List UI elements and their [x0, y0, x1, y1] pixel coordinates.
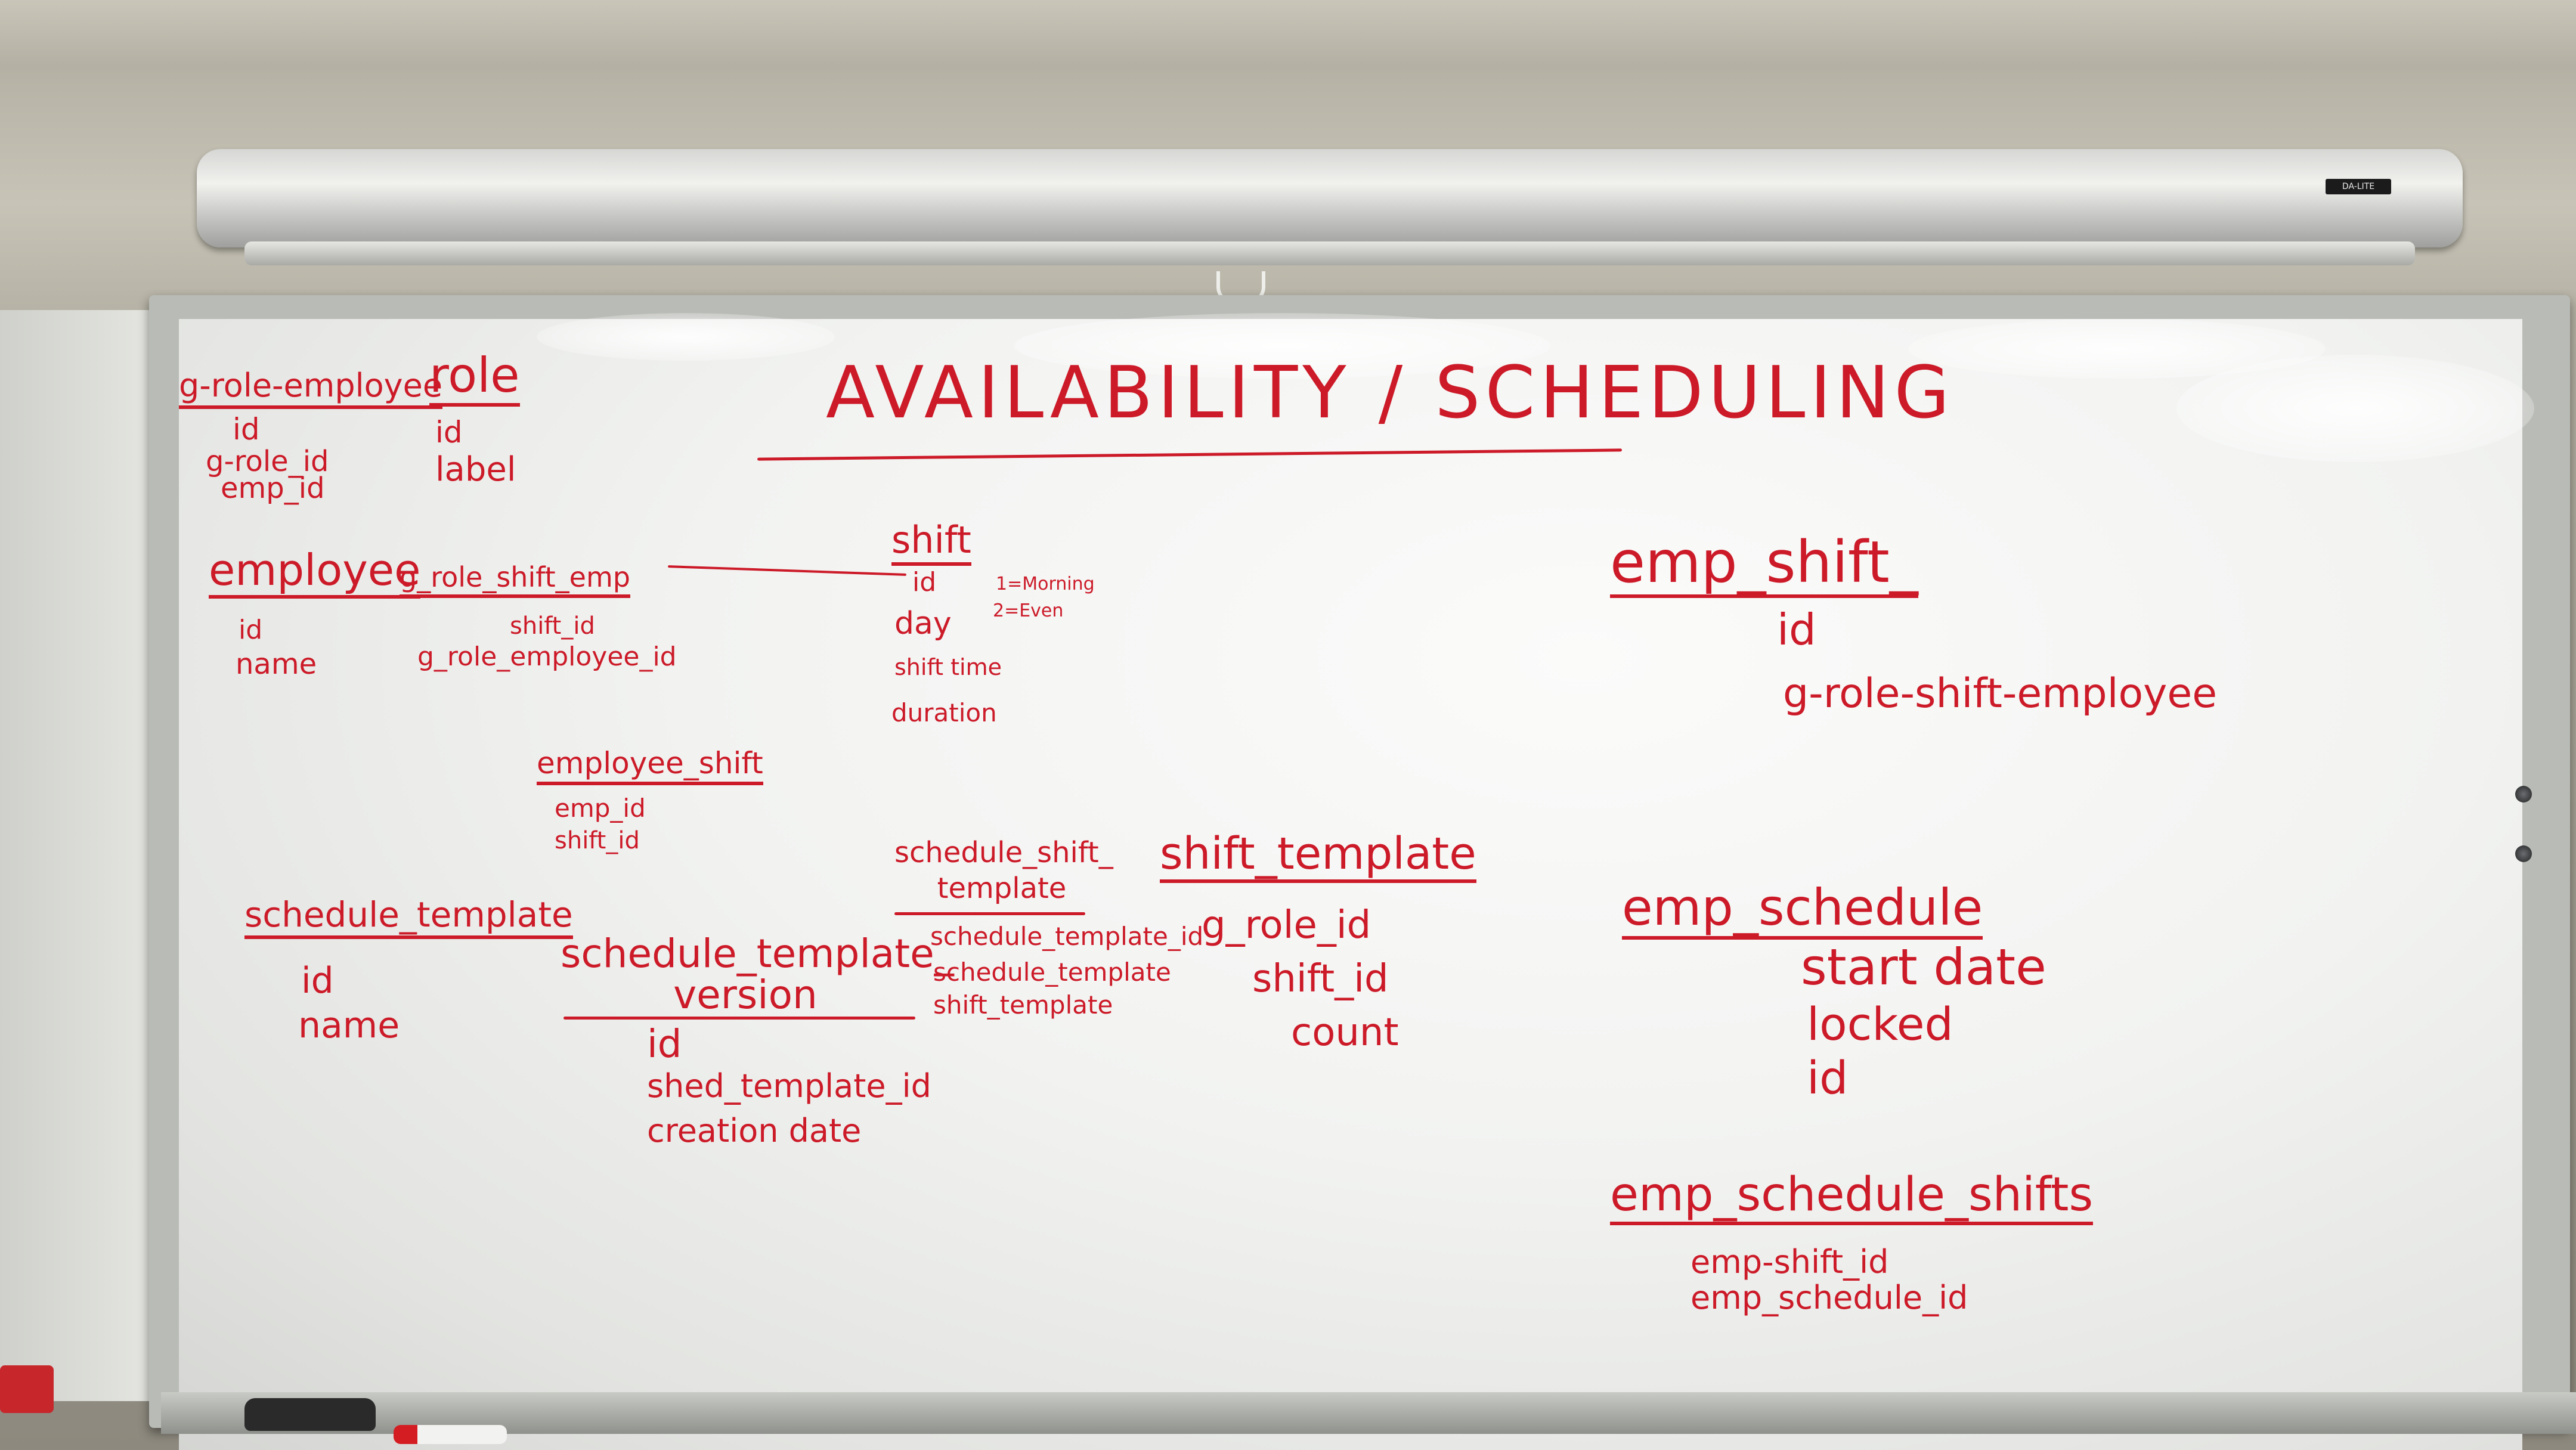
table-field: g-role_id: [206, 445, 329, 478]
shift-note: 2=Even: [993, 600, 1064, 621]
red-marker: [394, 1425, 507, 1444]
adjacent-whiteboard: [0, 310, 163, 1401]
red-object: [0, 1365, 54, 1413]
table-name: employee_shift: [537, 748, 763, 785]
table-name: schedule_template: [244, 897, 573, 939]
light-glare: [537, 313, 835, 361]
table-field: g_role_id: [1202, 903, 1371, 947]
table-field: emp_id: [221, 472, 325, 505]
table-name: schedule_template_ version: [561, 931, 954, 1018]
table-field: emp_schedule_id: [1690, 1279, 1968, 1316]
table-name: schedule_shift_ template: [894, 836, 1113, 905]
table-field: schedule_template: [933, 958, 1171, 987]
light-glare: [1014, 313, 1550, 379]
table-field: id: [233, 412, 260, 447]
projector-screen-housing: [197, 149, 2463, 247]
light-glare: [2176, 355, 2534, 462]
table-field: emp-shift_id: [1690, 1243, 1889, 1281]
table-field: shift_id: [510, 612, 595, 640]
table-field: duration: [891, 698, 997, 727]
magnet: [2515, 845, 2532, 862]
table-name: shift_template: [1160, 832, 1476, 883]
table-field: schedule_template_id: [930, 922, 1204, 951]
projector-brand-badge: DA-LITE: [2326, 179, 2391, 194]
table-field: shift_id: [1252, 957, 1389, 1001]
table-name: emp_shift_: [1610, 534, 1918, 598]
table-field: shed_template_id: [647, 1067, 931, 1105]
table-name: emp_schedule: [1622, 882, 1983, 940]
table-field: id: [239, 615, 263, 645]
table-field: id: [912, 567, 937, 597]
table-field: emp_id: [555, 794, 646, 823]
table-underline: [564, 1017, 915, 1020]
table-name: g_role_shift_emp: [400, 563, 630, 598]
table-field: count: [1291, 1011, 1399, 1055]
table-underline: [894, 912, 1085, 915]
table-field: start date: [1801, 938, 2046, 996]
table-field: id: [647, 1023, 682, 1067]
table-field: day: [894, 606, 952, 642]
projector-screen-bar: [244, 241, 2415, 265]
shift-note: 1=Morning: [996, 574, 1095, 594]
table-field: label: [435, 450, 516, 489]
table-field: name: [236, 647, 317, 681]
table-field: locked: [1807, 997, 1953, 1051]
table-name: emp_schedule_shifts: [1610, 1172, 2094, 1225]
table-field: id: [1807, 1051, 1849, 1104]
whiteboard: [179, 313, 2534, 1450]
table-field: name: [298, 1005, 400, 1046]
table-field: g-role-shift-employee: [1783, 670, 2218, 717]
table-field: id: [1777, 605, 1816, 655]
table-field: creation date: [647, 1112, 862, 1150]
eraser: [244, 1398, 376, 1431]
table-name: shift: [891, 522, 971, 566]
table-name: g-role-employee: [179, 370, 443, 409]
table-field: g_role_employee_id: [417, 642, 677, 672]
table-name: role: [429, 352, 520, 407]
table-field: id: [435, 415, 463, 450]
marker-tray: [161, 1392, 2576, 1434]
table-field: shift_template: [933, 990, 1113, 1020]
table-field: shift_id: [555, 827, 640, 854]
table-name: employee: [209, 549, 421, 599]
ceiling: [0, 0, 2576, 66]
table-field: id: [301, 960, 334, 1002]
magnet: [2515, 786, 2532, 803]
board-title: AVAILABILITY / SCHEDULING: [826, 352, 1955, 435]
table-field: shift time: [894, 654, 1002, 680]
